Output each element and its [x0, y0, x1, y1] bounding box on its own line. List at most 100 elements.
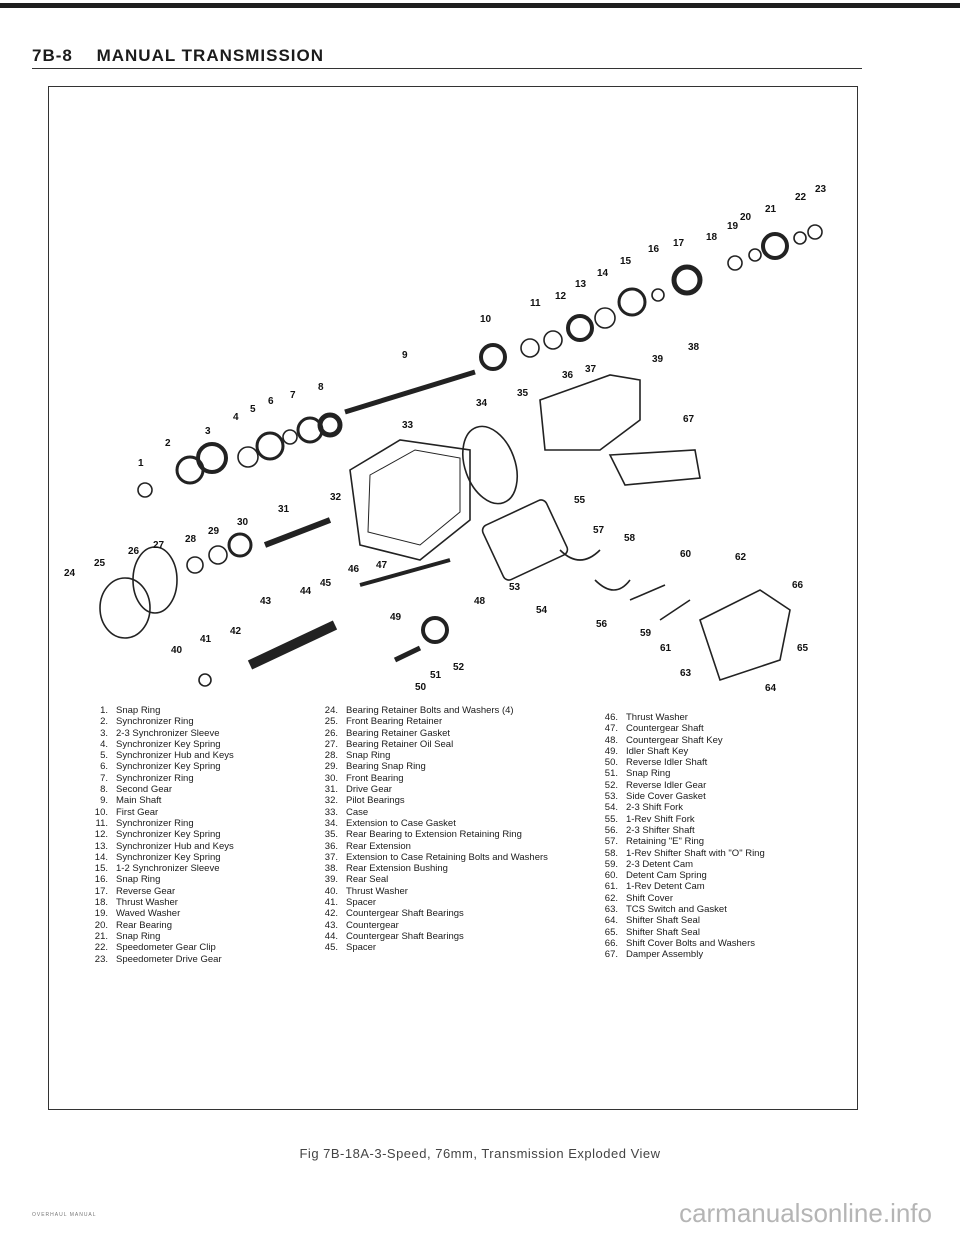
svg-text:27: 27 — [153, 540, 165, 551]
legend-item: 59.2-3 Detent Cam — [604, 858, 694, 870]
svg-text:50: 50 — [415, 682, 427, 693]
svg-text:26: 26 — [128, 546, 140, 557]
svg-text:29: 29 — [208, 526, 220, 537]
legend-item: 8.Second Gear — [100, 784, 172, 796]
legend-item: 21.Snap Ring — [94, 930, 161, 942]
svg-text:38: 38 — [688, 342, 700, 353]
legend-item: 64.Shifter Shaft Seal — [604, 915, 700, 927]
legend-item: 15.1-2 Synchronizer Sleeve — [94, 863, 220, 875]
svg-text:55: 55 — [574, 495, 586, 506]
detent-cam-drawing — [659, 599, 691, 621]
svg-text:60: 60 — [680, 549, 692, 560]
legend-item: 14.Synchronizer Key Spring — [94, 851, 221, 863]
svg-text:42: 42 — [230, 626, 242, 637]
legend-item: 17.Reverse Gear — [94, 885, 176, 897]
reverse-gear-drawing — [671, 264, 703, 296]
svg-text:17: 17 — [673, 238, 685, 249]
svg-text:22: 22 — [795, 192, 807, 203]
page-header: 7B-8 MANUAL TRANSMISSION — [32, 46, 324, 66]
legend-item: 34.Extension to Case Gasket — [324, 817, 456, 829]
countergear-shaft-drawing — [359, 558, 451, 587]
svg-text:53: 53 — [509, 582, 521, 593]
legend-item: 51.Snap Ring — [604, 768, 671, 780]
svg-text:9: 9 — [402, 350, 408, 361]
key-spring-2-drawing — [282, 429, 298, 445]
legend-item: 27.Bearing Retainer Oil Seal — [324, 738, 454, 750]
svg-text:32: 32 — [330, 492, 342, 503]
shifter-shaft-drawing — [629, 584, 666, 601]
synchro-ring-3-drawing — [520, 338, 540, 358]
svg-text:3: 3 — [205, 426, 211, 437]
legend-item: 37.Extension to Case Retaining Bolts and… — [324, 851, 548, 863]
legend-item: 45.Spacer — [324, 942, 377, 954]
legend-item: 44.Countergear Shaft Bearings — [324, 930, 464, 942]
svg-text:16: 16 — [648, 244, 660, 255]
legend-item: 62.Shift Cover — [604, 892, 673, 904]
svg-text:48: 48 — [474, 596, 486, 607]
legend-item: 29.Bearing Snap Ring — [324, 761, 426, 773]
oil-seal-drawing — [186, 556, 204, 574]
key-spring-drawing — [237, 446, 259, 468]
svg-text:54: 54 — [536, 605, 548, 616]
legend-item: 56.2-3 Shifter Shaft — [604, 824, 695, 836]
snap-ring-drawing — [137, 482, 153, 498]
legend-item: 26.Bearing Retainer Gasket — [324, 727, 451, 739]
damper-drawing — [608, 449, 701, 486]
legend-column-3: 46.Thrust Washer 47.Countergear Shaft 48… — [594, 712, 765, 961]
legend-item: 33.Case — [324, 806, 369, 818]
speedo-gear-drawing — [807, 224, 823, 240]
shift-fork-2-drawing — [594, 579, 631, 591]
legend-item: 11.Synchronizer Ring — [95, 817, 194, 829]
page-title: MANUAL TRANSMISSION — [96, 46, 325, 65]
legend-item: 38.Rear Extension Bushing — [324, 863, 448, 875]
rear-extension-drawing — [539, 374, 641, 451]
svg-text:24: 24 — [64, 568, 76, 579]
svg-text:44: 44 — [300, 586, 312, 597]
svg-text:28: 28 — [185, 534, 197, 545]
svg-text:52: 52 — [453, 662, 465, 673]
legend-item: 54.2-3 Shift Fork — [604, 802, 684, 814]
svg-text:47: 47 — [376, 560, 388, 571]
legend-item: 58.1-Rev Shifter Shaft with "O" Ring — [604, 847, 765, 859]
legend-item: 39.Rear Seal — [324, 874, 389, 886]
synchro-sleeve-2-drawing — [617, 287, 647, 317]
legend-item: 1.Snap Ring — [100, 705, 161, 716]
svg-text:11: 11 — [530, 298, 541, 309]
svg-text:21: 21 — [765, 204, 777, 215]
shift-cover-drawing — [699, 589, 791, 682]
svg-text:25: 25 — [94, 558, 106, 569]
legend-item: 19.Waved Washer — [94, 908, 181, 920]
svg-text:15: 15 — [620, 256, 632, 267]
svg-text:35: 35 — [517, 388, 529, 399]
snap-ring-2-drawing — [651, 288, 665, 302]
legend-item: 41.Spacer — [324, 897, 377, 909]
legend-item: 3.2-3 Synchronizer Sleeve — [100, 727, 220, 739]
svg-text:12: 12 — [555, 291, 567, 302]
legend-item: 32.Pilot Bearings — [324, 795, 405, 807]
svg-text:23: 23 — [815, 184, 827, 195]
svg-text:43: 43 — [260, 596, 272, 607]
svg-text:51: 51 — [430, 670, 442, 681]
svg-text:39: 39 — [652, 354, 664, 365]
legend-item: 65.Shifter Shaft Seal — [604, 926, 700, 938]
legend-item: 6.Synchronizer Key Spring — [100, 761, 221, 773]
legend-item: 49.Idler Shaft Key — [604, 745, 689, 757]
legend-item: 28.Snap Ring — [324, 750, 391, 762]
second-gear-drawing — [317, 412, 343, 438]
svg-text:4: 4 — [233, 412, 239, 423]
svg-text:14: 14 — [597, 268, 609, 279]
bearing-snap-ring-drawing — [208, 545, 228, 565]
svg-text:46: 46 — [348, 564, 360, 575]
svg-text:62: 62 — [735, 552, 747, 563]
legend-item: 10.First Gear — [94, 806, 159, 818]
side-cover-gasket-drawing — [481, 499, 569, 581]
svg-text:67: 67 — [683, 414, 695, 425]
thrust-washer-drawing — [727, 255, 743, 271]
main-shaft-drawing — [344, 369, 476, 415]
snap-ring-3-drawing — [793, 231, 807, 245]
watermark: carmanualsonline.info — [679, 1198, 932, 1228]
svg-text:63: 63 — [680, 668, 692, 679]
svg-text:66: 66 — [792, 580, 804, 591]
legend-item: 48.Countergear Shaft Key — [604, 734, 723, 746]
